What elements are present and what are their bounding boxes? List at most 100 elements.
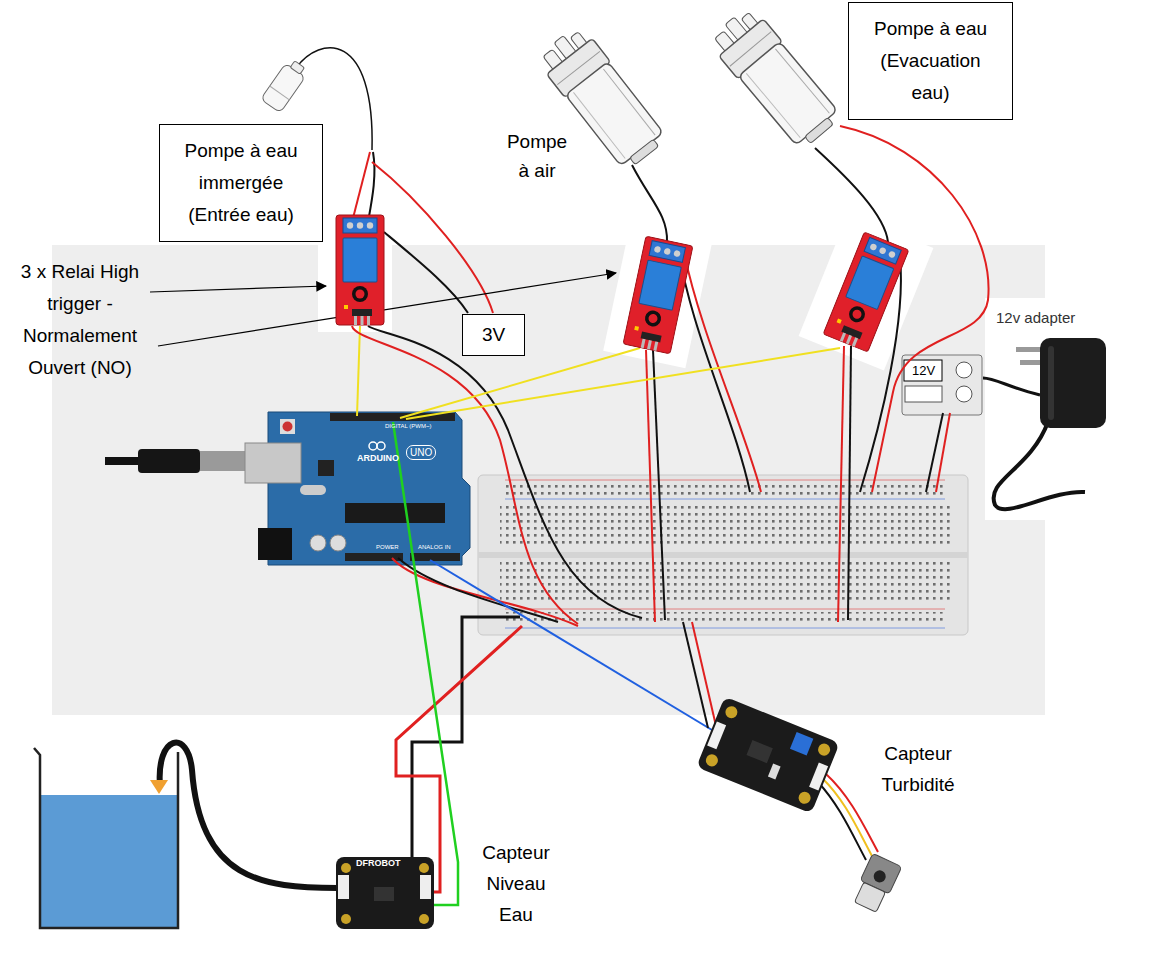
water-beaker-part <box>160 743 338 888</box>
water-level-sensor-part <box>419 863 429 873</box>
workspace-background <box>52 214 1117 715</box>
power-module-part <box>902 355 982 415</box>
brand-name: DFROBOT <box>356 858 401 869</box>
pin-header-name: POWER <box>376 544 399 551</box>
turbidity-sensor-part-part <box>696 697 839 814</box>
turbidity-sensor <box>696 697 902 914</box>
part-name: Capteur Niveau Eau <box>471 837 561 930</box>
breadboard <box>478 475 968 635</box>
power-adapter-part <box>983 378 1040 395</box>
arduino-uno-part <box>369 442 377 450</box>
turbidity-sensor-part-part <box>816 742 832 758</box>
turbidity-sensor-part-part <box>704 753 720 769</box>
water-level-sensor-part <box>341 914 351 924</box>
wires-part <box>818 782 866 860</box>
pump-motor <box>534 3 844 173</box>
voltage-box: 3V <box>462 314 525 356</box>
workspace-background-part <box>799 214 934 371</box>
power-module <box>902 355 982 415</box>
pump-callout-box: Pompe à eau immergée (Entrée eau) <box>159 124 323 242</box>
voltage-display: 12V <box>905 361 942 381</box>
relay-module <box>336 215 909 354</box>
workspace-background-part <box>985 298 1117 520</box>
power-adapter-part <box>1048 346 1054 420</box>
breadboard-part <box>500 562 950 604</box>
wires-part <box>936 413 950 492</box>
arduino-uno-part <box>245 443 301 483</box>
workspace-background-part <box>603 222 713 369</box>
water-level-sensor-part <box>420 875 431 899</box>
power-adapter-part <box>994 422 1085 509</box>
wires-part <box>646 350 655 622</box>
turbidity-sensor-part-part <box>707 721 726 749</box>
box-text: 3V <box>469 323 518 347</box>
leader-arrows-part <box>150 286 326 292</box>
wires-part <box>357 326 360 416</box>
water-level-sensor <box>336 857 434 929</box>
wires-part <box>393 422 458 905</box>
wires-part <box>368 326 642 618</box>
relay-module-part <box>336 215 384 325</box>
pin-header-name: ANALOG IN <box>418 544 451 551</box>
submersible-pump <box>261 57 310 113</box>
arduino-uno-part <box>280 419 295 434</box>
breadboard-part <box>505 480 945 481</box>
power-module-part <box>956 362 972 378</box>
turbidity-sensor-part-part <box>797 790 813 806</box>
breadboard-part <box>478 475 968 635</box>
power-module-part <box>956 386 972 402</box>
arduino-uno-part <box>268 412 470 565</box>
box-text: Pompe à eau (Evacuation eau) <box>863 13 998 109</box>
turbidity-sensor-part-part <box>809 763 828 791</box>
turbidity-sensor-part-part <box>724 704 740 720</box>
turbidity-sensor-part <box>696 697 839 814</box>
wires-part <box>632 165 667 242</box>
wires-part <box>352 152 370 222</box>
turbidity-sensor-part-part <box>854 882 885 912</box>
arduino-uno-part <box>200 451 246 471</box>
arduino-uno-part <box>105 457 142 465</box>
breadboard-part <box>500 506 950 548</box>
wires-part <box>430 560 712 730</box>
arduino-uno-part <box>283 422 293 432</box>
leader-arrows-part <box>158 273 616 346</box>
wires-part <box>815 148 888 242</box>
turbidity-sensor-part-part <box>790 732 813 755</box>
arduino-uno-part <box>138 449 200 473</box>
water-beaker-part <box>150 780 168 794</box>
pin-header-name: DIGITAL (PWM~) <box>385 423 432 430</box>
water-level-sensor-part <box>336 857 434 929</box>
wires-part <box>826 774 878 852</box>
power-module-part <box>905 386 942 402</box>
arduino-uno-part <box>410 553 460 561</box>
breadboard-part <box>478 552 968 558</box>
turbidity-sensor-part-part <box>872 868 888 884</box>
water-beaker-part <box>41 795 177 927</box>
power-adapter-part <box>1020 360 1042 365</box>
wires-part <box>838 346 844 622</box>
submersible-pump-part <box>290 61 304 74</box>
turbidity-sensor-part-part <box>746 740 772 763</box>
part-name: Pompe à air <box>505 127 569 185</box>
wires-part <box>653 350 665 620</box>
wires-part <box>406 348 840 419</box>
relay-callout: 3 x Relai High trigger - Normalement Ouv… <box>5 256 155 384</box>
power-adapter-part <box>1040 338 1106 428</box>
arduino-uno-part <box>300 485 326 495</box>
arduino-uno-part <box>330 535 346 551</box>
wires-part <box>926 413 943 492</box>
water-level-sensor-part <box>341 863 351 873</box>
arduino-uno-part <box>345 503 445 523</box>
relay-module-part <box>823 232 909 352</box>
power-module-part <box>904 360 942 381</box>
part-name: Capteur Turbidité <box>863 738 973 800</box>
breadboard-part <box>505 483 946 496</box>
arduino-uno-part <box>258 528 292 560</box>
wires-part <box>400 348 640 418</box>
wires-part <box>372 162 493 313</box>
water-level-sensor-part <box>419 914 429 924</box>
arduino-uno <box>105 412 470 565</box>
wires <box>296 48 989 905</box>
wires-part <box>848 346 851 620</box>
breadboard-part <box>505 499 945 500</box>
